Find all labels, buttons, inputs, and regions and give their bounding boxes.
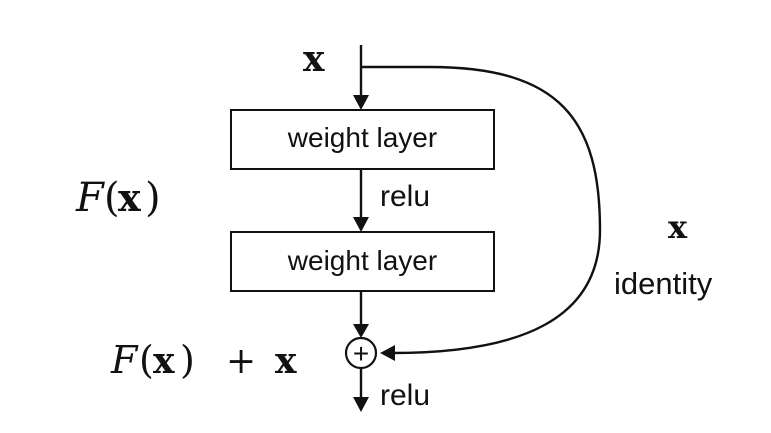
sum-expression-label: F ( x ) + x [110,338,297,382]
input-arrowhead [353,95,369,110]
input-x-label: x [303,38,325,80]
identity-shortcut-path [361,65,602,355]
weight-layer-2 [230,231,495,292]
sum-expression-var: x [153,340,175,382]
weight-layer-1-label: weight layer [287,122,437,153]
residual-function-label: F ( x ) [75,175,161,221]
sum-expression-plus: + [226,341,256,382]
sum-plus-sign: + [353,338,369,369]
relu-label-output: relu [380,379,430,412]
relu-arrowhead [353,217,369,232]
residual-function-script: F [75,175,105,221]
identity-x-label: x [668,208,688,246]
relu-label-middle: relu [380,180,430,213]
residual-function-var: x [118,175,141,220]
sum-arrowhead [353,324,369,338]
sum-expression-script: F [110,338,139,382]
identity-arrowhead [380,345,395,361]
sum-expression-open: ( [139,338,154,382]
weight-layer-2-label: weight layer [287,245,437,276]
weight-layer-1 [230,109,495,170]
identity-label: identity [614,266,713,301]
sum-expression-var2: x [275,340,297,382]
sum-expression-close: ) [180,338,195,382]
residual-function-open: ( [104,175,120,221]
output-arrowhead [353,397,369,412]
residual-function-close: ) [145,175,161,221]
